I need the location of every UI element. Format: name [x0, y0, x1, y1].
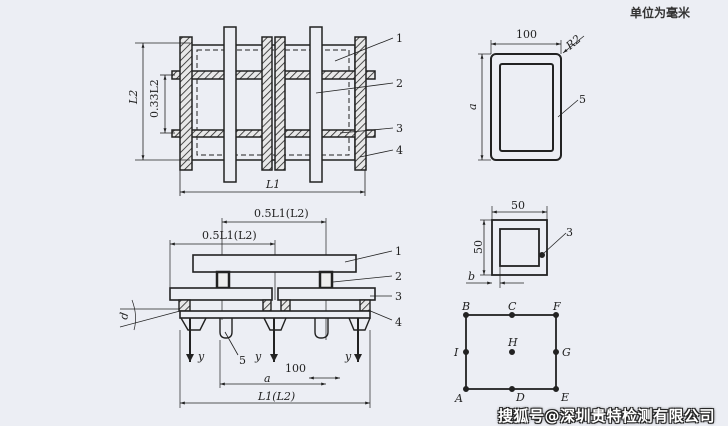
middle-beam-right [277, 287, 376, 301]
rounded-pads [219, 318, 329, 339]
section-detail [466, 206, 567, 288]
load-arrows [186, 318, 362, 362]
section-width-50: 50 [511, 199, 525, 212]
pad-callout-5: 5 [579, 93, 586, 106]
point-A: A [454, 392, 463, 405]
dashed-outline [196, 49, 350, 156]
section-callout-3: 3 [566, 226, 573, 239]
unit-note: 单位为毫米 [630, 5, 691, 20]
load-y-1: y [197, 350, 205, 363]
point-B: B [461, 300, 470, 313]
measure-grid [463, 312, 559, 392]
load-y-3: y [344, 350, 352, 363]
side-callout-4: 4 [395, 316, 402, 329]
leg-callout-5: 5 [239, 354, 246, 367]
pad-radius-R2: R2 [563, 33, 584, 53]
dim-half-L1-second: 0.5L1(L2) [202, 229, 257, 242]
dim-100: 100 [285, 362, 306, 375]
point-F: F [552, 300, 561, 313]
point-C: C [508, 300, 517, 313]
angle-d: d [117, 311, 131, 320]
dim-half-L1-top: 0.5L1(L2) [254, 207, 309, 220]
point-H: H [507, 336, 518, 349]
load-y-2: y [254, 350, 262, 363]
section-height-50: 50 [472, 240, 485, 254]
point-I: I [453, 346, 459, 359]
vertical-hatched-bars [179, 36, 367, 171]
plan-view [135, 26, 394, 196]
dim-L2: L2 [127, 90, 140, 105]
top-beam [192, 254, 357, 273]
pad-width-100: 100 [516, 28, 537, 41]
spacer-block-left [215, 270, 231, 290]
section-wall-b: b [468, 270, 475, 283]
pad-height-a: a [466, 103, 479, 110]
plan-callout-1: 1 [396, 32, 403, 45]
point-D: D [515, 391, 525, 404]
middle-beam-left [169, 287, 273, 301]
vertical-plain-bars [223, 26, 323, 183]
side-callout-3: 3 [395, 290, 402, 303]
base-plate [179, 310, 371, 319]
point-G: G [562, 346, 571, 359]
horizontal-hatched-bars [171, 70, 376, 138]
tapered-legs [180, 317, 371, 331]
plan-callout-4: 4 [396, 144, 403, 157]
point-E: E [560, 391, 569, 404]
pad-detail [478, 35, 585, 161]
dim-033L2: 0.33L2 [148, 79, 161, 118]
side-callout-2: 2 [395, 270, 402, 283]
plan-callout-2: 2 [396, 77, 403, 90]
dim-a: a [264, 372, 271, 385]
dim-L1: L1 [265, 178, 280, 191]
hatched-supports [178, 299, 371, 312]
side-view [119, 218, 393, 408]
watermark: 搜狐号@深圳贵特检测有限公司 [498, 407, 716, 425]
side-callout-1: 1 [395, 245, 402, 258]
spacer-block-right [318, 270, 334, 290]
dim-L1-L2: L1(L2) [257, 390, 295, 403]
plan-callout-3: 3 [396, 122, 403, 135]
